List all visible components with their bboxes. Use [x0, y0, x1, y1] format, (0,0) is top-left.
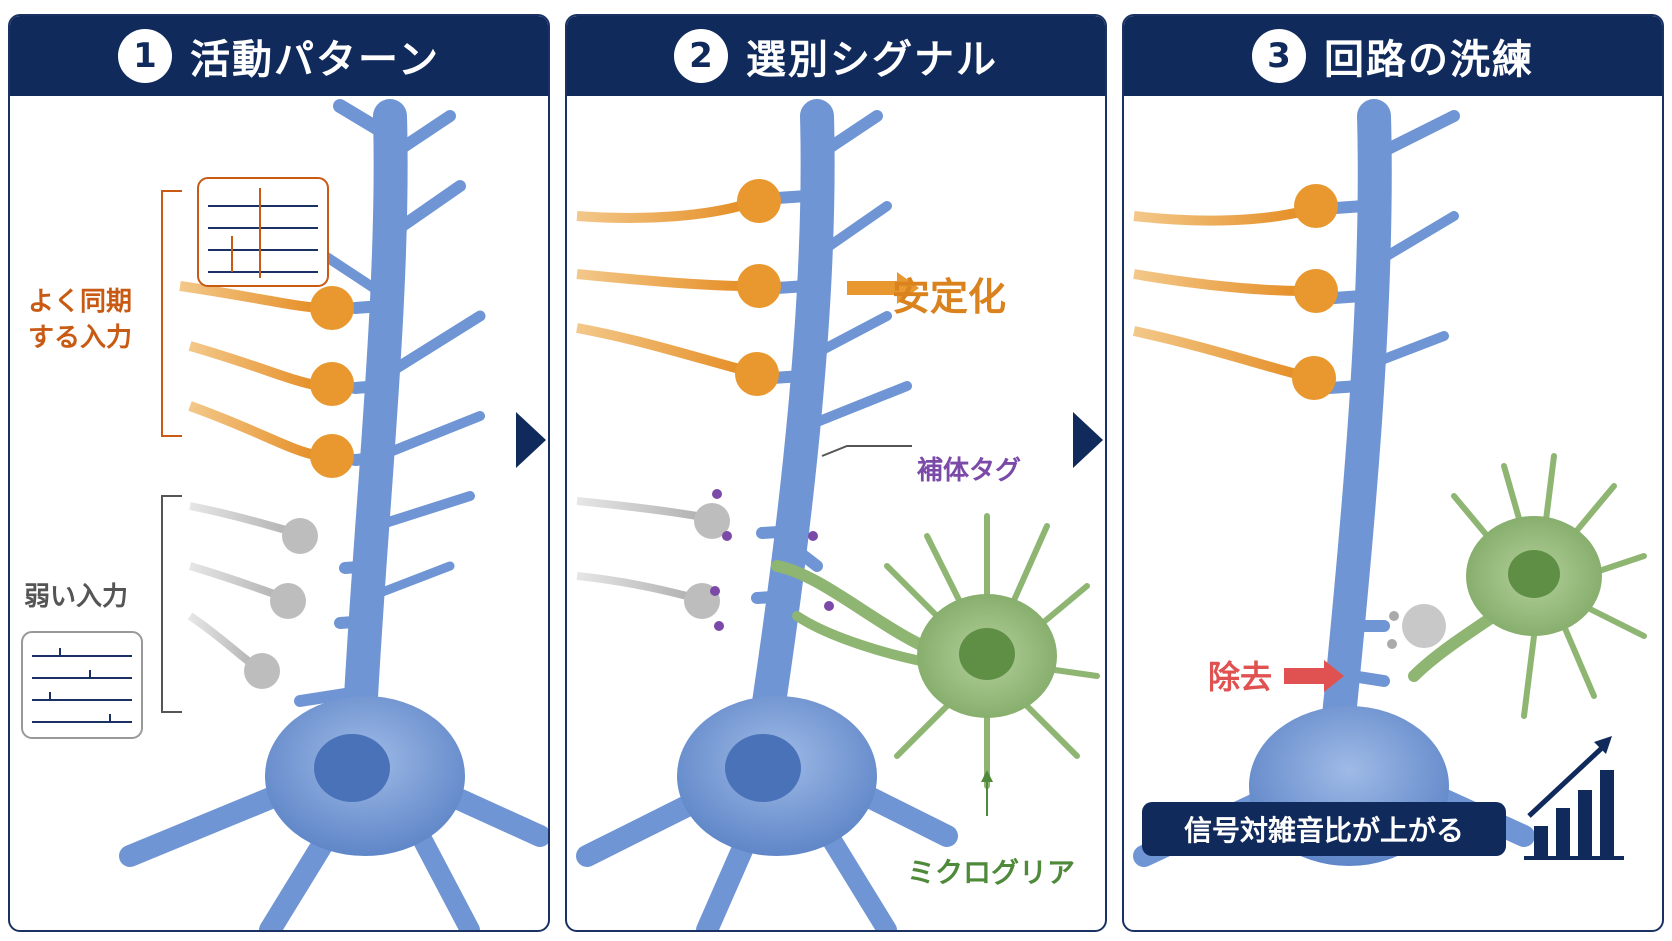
rising-bars-icon [1524, 736, 1624, 860]
stabilize-arrow [847, 272, 919, 304]
weak-axon-terminal [270, 583, 306, 619]
panel-title: 活動パターン [190, 37, 440, 83]
sync-label-line2: する入力 [28, 323, 133, 353]
sync-spike-raster [197, 177, 329, 287]
strong-axon-terminal [310, 434, 354, 478]
strong-axon-terminal [310, 362, 354, 406]
panel-title: 選別シグナル [746, 37, 998, 83]
strong-axon-terminal [1294, 184, 1338, 228]
microglia-label: ミクログリア [907, 856, 1076, 889]
weak-bracket [161, 495, 182, 713]
step-number-badge: 1 [118, 29, 172, 83]
weak-axons [187, 502, 318, 689]
sync-bracket [161, 190, 182, 437]
step-number-badge: 2 [674, 29, 728, 83]
weak-axon-terminal [282, 518, 318, 554]
strong-axon-terminal [1292, 356, 1336, 400]
nucleus [314, 734, 390, 802]
strong-axons [576, 179, 781, 396]
stabilize-label: 安定化 [892, 275, 1007, 319]
panel-title: 回路の洗練 [1324, 37, 1534, 83]
snr-banner: 信号対雑音比が上がる [1142, 802, 1506, 856]
nucleus [725, 734, 801, 802]
strong-axon-terminal [737, 179, 781, 223]
weak-input-label: 弱い入力 [24, 582, 129, 612]
step-arrow-right [516, 412, 546, 468]
step-number-badge: 3 [1252, 29, 1306, 83]
panel-header: 1 活動パターン [10, 16, 548, 96]
weak-spike-raster [21, 631, 143, 739]
neuron-illustration [21, 99, 548, 930]
complement-pointer [821, 445, 912, 457]
weak-axon-terminal [244, 653, 280, 689]
panel-circuit-refinement: 3 回路の洗練 [1122, 14, 1664, 932]
weak-axon-terminal [694, 503, 730, 539]
step-arrow-right [1073, 412, 1103, 468]
panel-selection-signal: 2 選別シグナル [565, 14, 1107, 932]
complement-tags [710, 489, 834, 631]
microglia [1408, 453, 1647, 719]
strong-axon-terminal [735, 352, 779, 396]
weak-axons [576, 497, 730, 619]
strong-axon-terminal [737, 264, 781, 308]
neuron-microglia-illustration [576, 99, 1100, 930]
removal-label: 除去 [1208, 658, 1273, 696]
strong-axons [179, 281, 354, 478]
strong-axon-terminal [310, 286, 354, 330]
strong-axon-terminal [1294, 269, 1338, 313]
complement-tag-label: 補体タグ [917, 456, 1022, 486]
sync-input-label: よく同期 する入力 [28, 284, 132, 356]
panel-header: 2 選別シグナル [567, 16, 1105, 96]
panel-activity-pattern: 1 活動パターン [8, 14, 550, 932]
panel-header: 3 回路の洗練 [1124, 16, 1662, 96]
microglia [771, 513, 1100, 789]
sync-label-line1: よく同期 [28, 287, 133, 317]
engulfed-weak-terminal [1402, 604, 1446, 648]
removal-arrow [1284, 660, 1344, 692]
strong-axons [1132, 184, 1338, 400]
